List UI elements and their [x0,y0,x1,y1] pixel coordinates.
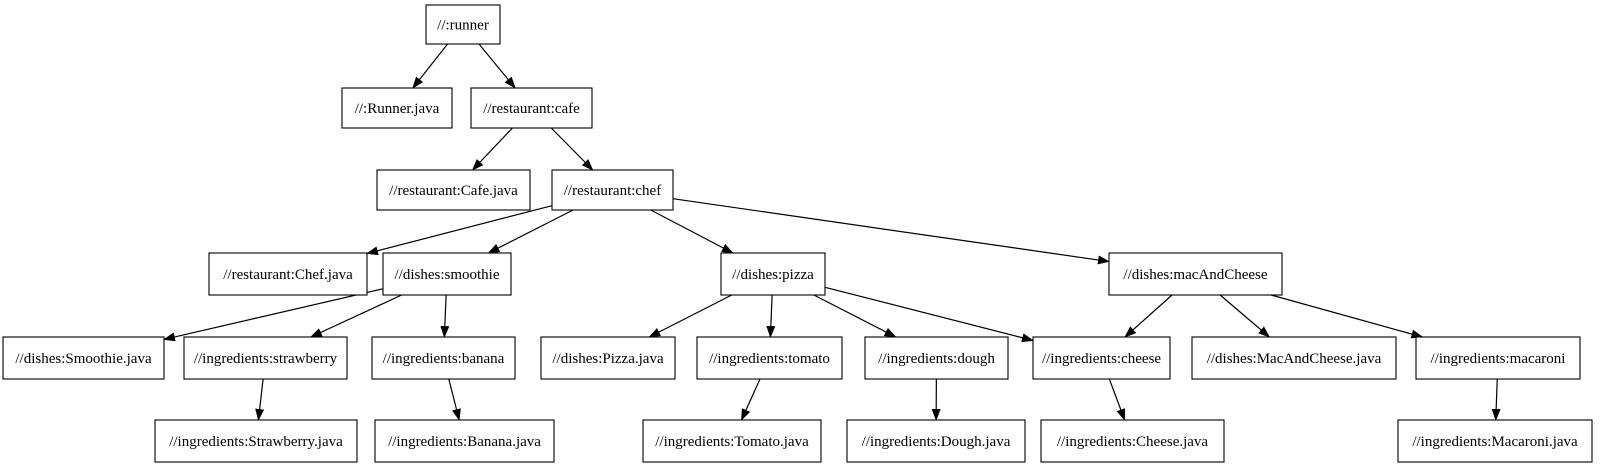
node-box-pizza-java [540,336,676,380]
graph-node-chef-java: //restaurant:Chef.java [208,252,368,296]
node-box-mac-and-cheese [1108,252,1283,296]
node-box-banana [371,336,516,380]
edge-mac-and-cheese-to-cheese [1124,294,1173,338]
node-label-tomato: //ingredients:tomato [709,351,830,367]
node-box-runner-java [341,87,453,129]
node-label-strawberry: //ingredients:strawberry [194,351,338,367]
edge-cafe-to-cafe-java [471,127,513,171]
node-label-runner: //:runner [437,18,489,34]
edge-cheese-to-cheese-java [1108,378,1126,421]
graph-node-banana-java: //ingredients:Banana.java [374,419,555,463]
graph-node-macaroni-java: //ingredients:Macaroni.java [1397,419,1593,463]
graph-node-cafe: //restaurant:cafe [470,87,593,129]
node-label-cheese: //ingredients:cheese [1042,351,1161,367]
node-label-pizza-java: //dishes:Pizza.java [552,351,664,367]
graph-node-dough: //ingredients:dough [864,336,1009,380]
node-box-smoothie-java [2,336,165,380]
graph-node-tomato-java: //ingredients:Tomato.java [642,419,822,463]
node-label-dough-java: //ingredients:Dough.java [862,434,1011,450]
graph-node-runner-java: //:Runner.java [341,87,453,129]
node-label-mac-java: //dishes:MacAndCheese.java [1207,351,1382,367]
edges-layer [163,43,1501,421]
edge-smoothie-to-strawberry [309,294,402,338]
nodes-layer: //:runner //:Runner.java //restaurant:cafe… [2,4,1593,463]
edge-macaroni-to-macaroni-java [1491,378,1501,421]
edge-banana-to-banana-java [448,378,461,421]
edge-runner-to-runner-java [412,43,449,89]
node-label-cafe: //restaurant:cafe [483,101,580,117]
edge-cafe-to-chef [550,127,594,171]
node-box-cheese-java [1040,419,1225,463]
node-label-smoothie-java: //dishes:Smoothie.java [15,351,152,367]
node-label-mac-and-cheese: //dishes:macAndCheese [1123,267,1267,283]
node-label-dough: //ingredients:dough [878,351,995,367]
graph-node-smoothie-java: //dishes:Smoothie.java [2,336,165,380]
node-box-strawberry-java [154,419,358,463]
node-box-runner [425,4,501,45]
graph-node-chef: //restaurant:chef [551,169,674,211]
node-box-dough-java [846,419,1026,463]
node-box-macaroni [1415,336,1581,380]
edge-chef-to-mac-and-cheese [672,198,1110,265]
node-box-mac-java [1191,336,1397,380]
node-box-strawberry [183,336,348,380]
graph-node-cheese: //ingredients:cheese [1032,336,1171,380]
node-label-banana: //ingredients:banana [383,351,505,367]
graph-node-pizza-java: //dishes:Pizza.java [540,336,676,380]
node-box-cafe [470,87,593,129]
node-label-macaroni-java: //ingredients:Macaroni.java [1412,434,1578,450]
node-box-banana-java [374,419,555,463]
graph-node-pizza: //dishes:pizza [720,252,826,296]
node-box-pizza [720,252,826,296]
edge-chef-to-chef-java [366,205,553,256]
node-box-tomato [696,336,843,380]
node-box-macaroni-java [1397,419,1593,463]
edge-pizza-to-dough [813,294,897,338]
graph-node-dough-java: //ingredients:Dough.java [846,419,1026,463]
node-box-tomato-java [642,419,822,463]
edge-pizza-to-pizza-java [648,294,733,338]
node-label-chef: //restaurant:chef [564,183,661,199]
node-box-chef [551,169,674,211]
node-label-macaroni: //ingredients:macaroni [1431,351,1566,367]
node-box-smoothie [382,252,512,296]
node-label-smoothie: //dishes:smoothie [395,267,500,283]
node-label-pizza: //dishes:pizza [732,267,814,283]
graph-node-strawberry-java: //ingredients:Strawberry.java [154,419,358,463]
node-box-cheese [1032,336,1171,380]
graph-node-smoothie: //dishes:smoothie [382,252,512,296]
edge-chef-to-pizza [650,209,734,254]
graph-node-banana: //ingredients:banana [371,336,516,380]
edge-pizza-to-tomato [766,294,776,338]
node-label-cheese-java: //ingredients:Cheese.java [1057,434,1209,450]
node-label-cafe-java: //restaurant:Cafe.java [389,183,518,199]
node-label-banana-java: //ingredients:Banana.java [388,434,541,450]
node-label-runner-java: //:Runner.java [355,101,440,117]
graph-node-tomato: //ingredients:tomato [696,336,843,380]
node-label-strawberry-java: //ingredients:Strawberry.java [169,434,343,450]
edge-smoothie-to-banana [440,294,450,338]
node-box-cafe-java [376,169,531,211]
node-label-chef-java: //restaurant:Chef.java [223,267,353,283]
graph-node-strawberry: //ingredients:strawberry [183,336,348,380]
edge-smoothie-to-smoothie-java [163,288,384,342]
edge-mac-and-cheese-to-macaroni [1270,294,1424,339]
edge-tomato-to-tomato-java [740,378,761,421]
node-box-chef-java [208,252,368,296]
graph-node-macaroni: //ingredients:macaroni [1415,336,1581,380]
edge-pizza-to-cheese [824,286,1034,343]
node-label-tomato-java: //ingredients:Tomato.java [655,434,809,450]
node-box-dough [864,336,1009,380]
edge-strawberry-to-strawberry-java [255,378,265,421]
graph-node-cafe-java: //restaurant:Cafe.java [376,169,531,211]
edge-runner-to-cafe [478,43,516,89]
graph-node-runner: //:runner [425,4,501,45]
graph-node-mac-and-cheese: //dishes:macAndCheese [1108,252,1283,296]
graph-node-mac-java: //dishes:MacAndCheese.java [1191,336,1397,380]
edge-mac-and-cheese-to-mac-java [1219,294,1271,338]
graph-node-cheese-java: //ingredients:Cheese.java [1040,419,1225,463]
edge-chef-to-smoothie [487,209,574,254]
